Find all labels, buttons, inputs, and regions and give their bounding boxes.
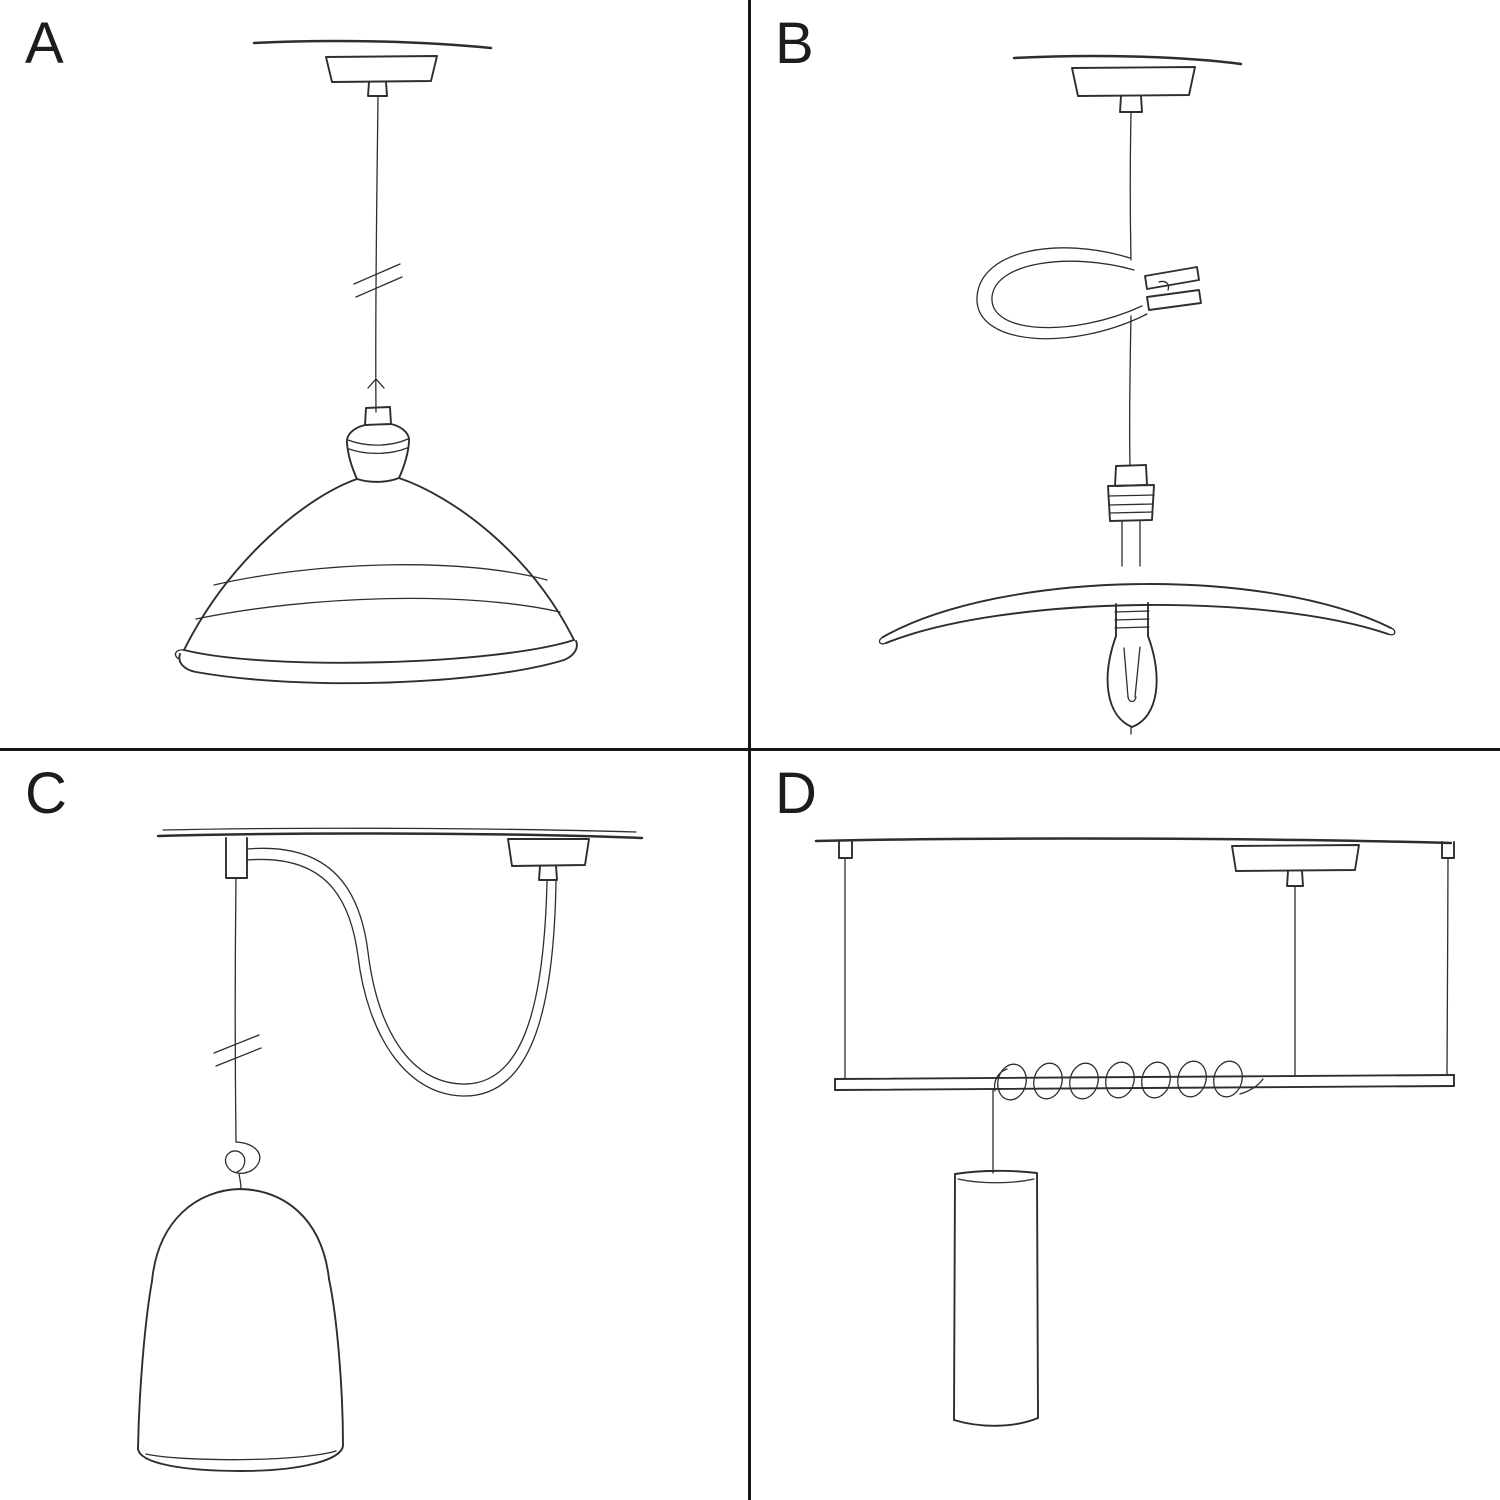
ceiling-rose-icon: [1071, 66, 1196, 113]
suspended-bar-cylinder-shade-sketch-icon: [814, 837, 1455, 1427]
ceiling-line: [1012, 54, 1243, 66]
horizontal-divider: [0, 748, 1500, 751]
cable-length-marks: [353, 263, 403, 389]
drop-cable: [234, 877, 237, 1143]
swag-pendant-bell-shade-sketch-icon: [137, 827, 644, 1472]
panel-c: C: [0, 750, 750, 1500]
ceiling-rose-icon: [1231, 844, 1360, 887]
panel-a: A: [0, 0, 750, 750]
lamp-holder-icon: [346, 406, 410, 483]
cylinder-shade-icon: [953, 1169, 1039, 1427]
panel-a-label: A: [25, 11, 65, 76]
pendant-cable: [375, 95, 379, 413]
swag-cable: [246, 847, 557, 1097]
swag-hook-icon: [225, 837, 248, 879]
suspension-fixings: [838, 841, 1455, 859]
coiled-cable-icon: [993, 1060, 1264, 1101]
panel-c-label: C: [25, 761, 68, 826]
light-bulb-icon: [1106, 602, 1158, 735]
bowl-shade-icon: [174, 477, 578, 685]
cable-length-marks: [213, 1034, 262, 1067]
horizontal-bar: [834, 1074, 1455, 1091]
clothespin-clip-icon: [1144, 266, 1202, 311]
suspension-cables: [844, 857, 1449, 1079]
pendant-cable: [1128, 111, 1132, 467]
panel-d-label: D: [775, 761, 818, 826]
lamp-holder-icon: [1107, 464, 1155, 567]
ceiling-line: [252, 39, 493, 50]
pendant-bowl-shade-sketch-icon: [174, 39, 578, 685]
ceiling-rose-icon: [507, 838, 590, 881]
panel-b-label: B: [775, 11, 815, 76]
pendant-clothespin-plate-shade-sketch-icon: [878, 54, 1396, 735]
panel-d: D: [750, 750, 1500, 1500]
plate-shade-icon: [878, 583, 1396, 645]
cable-knot-icon: [224, 1141, 261, 1190]
cable-loop: [976, 247, 1148, 340]
panel-b: B: [750, 0, 1500, 750]
ceiling-rose-icon: [325, 55, 438, 97]
bell-shade-icon: [137, 1188, 344, 1472]
ceiling-line: [814, 837, 1453, 845]
ceiling-line: [156, 827, 644, 840]
